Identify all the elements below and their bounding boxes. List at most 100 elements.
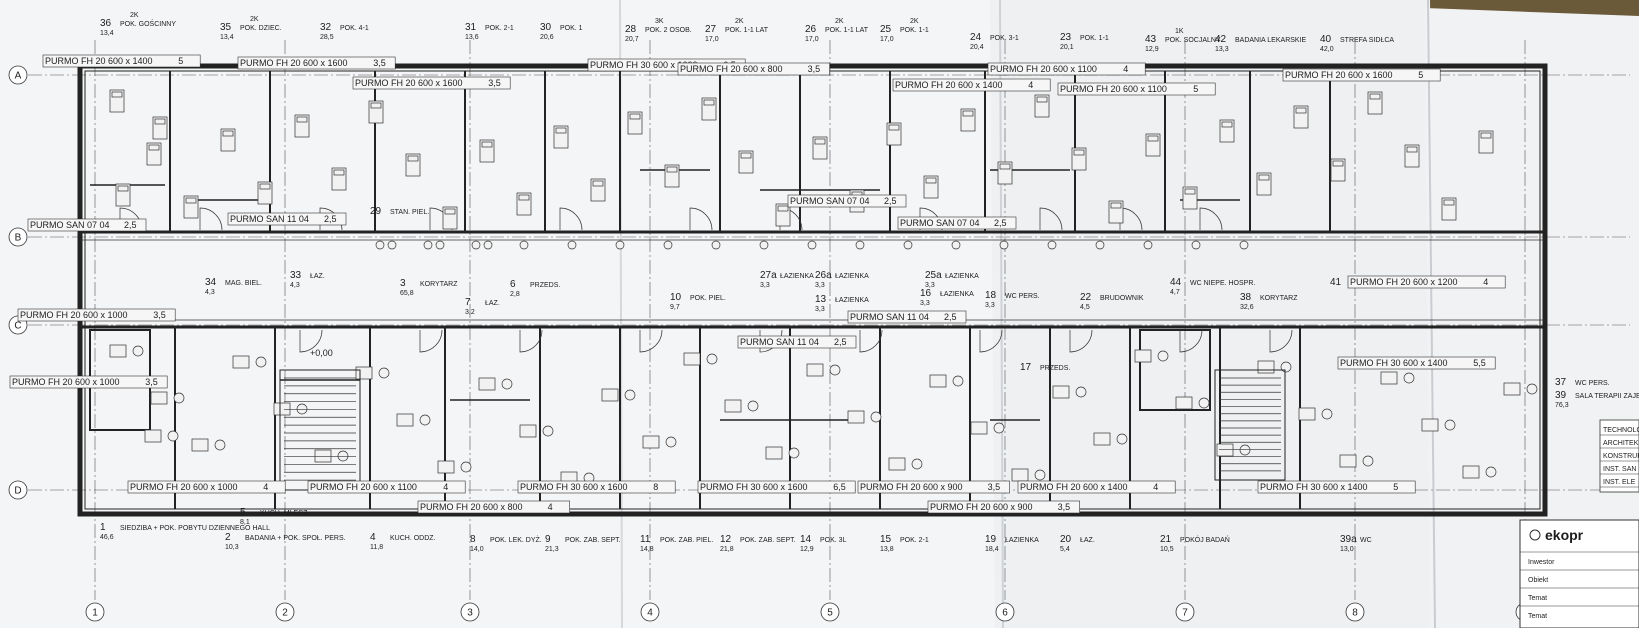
radiator-tag-box [307,480,466,494]
legend-row: KONSTRUK [1603,453,1639,460]
room-number: 17 [1020,362,1032,373]
room-area: 46,6 [100,534,114,541]
radiator-value: 3,5 [1058,502,1071,512]
radiator-value: 3,5 [153,310,166,320]
room-name: POK. 1 [560,25,583,32]
grid-bubble-2 [275,602,295,622]
room-name: POK. GOŚCINNY [120,19,176,28]
room-number: 23 [1060,32,1072,43]
room-name: KUCH. ODDZ. [390,535,436,542]
room-area: 4,7 [1170,289,1180,296]
room-name: WC [1360,537,1372,544]
radiator-value: 3,5 [145,377,158,387]
room-number: 44 [1170,277,1182,288]
washbasin [999,240,1009,250]
grid-label-3: 3 [467,608,473,619]
room-name: POK. SOCJALNY [1165,37,1221,44]
radiator-type: PURMO FH 20 600 x 1200 [1350,277,1458,287]
washbasin [1191,240,1201,250]
room-name: WC PERS. [1005,293,1040,300]
room-number: 38 [1240,292,1252,303]
sink [1157,350,1169,362]
room-area: 21,8 [720,546,734,553]
radiator-tag-box [1347,275,1506,289]
cabinet [232,355,250,369]
sink [132,345,144,357]
pillow [1369,93,1381,100]
room-area: 3,3 [760,282,770,289]
cabinet [888,457,906,471]
title-row-label: Temat [1528,613,1547,620]
grid-label-7: 7 [1182,608,1188,619]
company-logo: ekopr [1545,527,1584,543]
door-swing [299,329,323,353]
washbasin [423,240,433,250]
pillow [1184,188,1196,195]
room-number: 37 [1555,377,1567,388]
room-number: 19 [985,534,997,545]
grid-label-C: C [14,321,21,332]
cabinet [396,413,414,427]
room-area: 9,7 [670,304,680,311]
room-number: 12 [720,534,732,545]
washbasin [663,240,673,250]
sink [829,364,841,376]
pillow [925,177,937,184]
pillow [962,110,974,117]
washbasin [855,240,865,250]
radiator-tag-box [1337,356,1496,370]
washbasin [615,240,625,250]
radiator-type: PURMO SAN 07 04 [30,220,110,230]
pillow [481,141,493,148]
room-area: 17,0 [880,36,894,43]
room-area: 13,8 [880,546,894,553]
sink [542,425,554,437]
legend-row: INST. SAN [1603,466,1636,473]
grid-label-A: A [15,71,22,82]
room-name: KORYTARZ [1260,295,1298,302]
radiator-type: PURMO FH 20 600 x 1600 [1285,70,1393,80]
room-name: POK. LEK. DYŻ. [490,535,542,544]
room-area: 13,4 [100,30,114,37]
door-swing [1069,329,1093,353]
cabinet [806,363,824,377]
pillow [666,166,678,173]
pillow [222,130,234,137]
pillow [154,118,166,125]
washbasin [903,240,913,250]
room-number: 25 [880,24,892,35]
grid-label-B: B [15,233,22,244]
pillow [407,155,419,162]
radiator-tag-box [17,308,176,322]
radiator-tag-box [697,480,856,494]
cabinet [1298,407,1316,421]
radiator-type: PURMO FH 30 600 x 1600 [700,482,808,492]
pillow [1110,202,1122,209]
room-number: 39a [1340,534,1357,545]
radiator-tag-box [1257,480,1416,494]
logo-icon [1529,529,1541,541]
grid-bubble-B [8,227,28,247]
pillow [1258,174,1270,181]
pillow [1073,149,1085,156]
room-name: POK. ZAB. SEPT. [740,537,796,544]
staircases [279,369,1286,491]
door-swing [1039,207,1063,231]
